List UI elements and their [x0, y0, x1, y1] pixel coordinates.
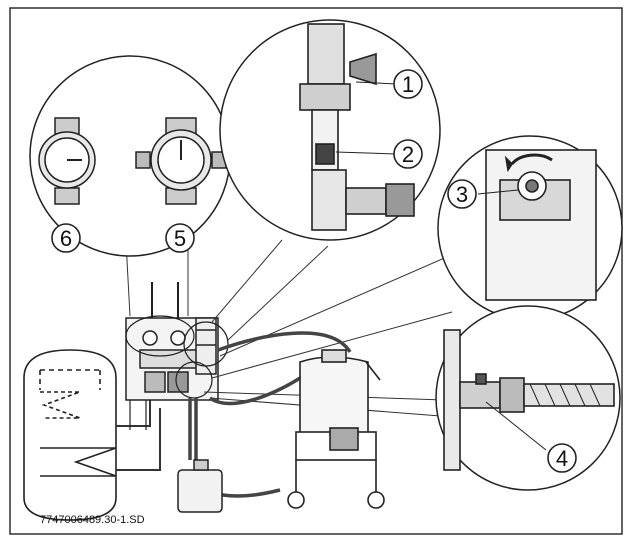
manifold-highlights — [125, 315, 229, 399]
collection-canister — [177, 459, 223, 513]
svg-text:1: 1 — [402, 72, 414, 97]
callout-3: 3 — [447, 179, 519, 209]
detail-valves: 1 2 — [219, 19, 441, 241]
callout-1: 1 — [355, 69, 423, 99]
svg-text:5: 5 — [174, 226, 186, 251]
filling-cart — [287, 349, 385, 509]
svg-text:6: 6 — [60, 226, 72, 251]
document-code: 7747006489.30-1.SD — [40, 514, 145, 526]
storage-tank — [23, 349, 117, 521]
callout-2: 2 — [335, 139, 423, 169]
drain-valve-assembly — [443, 329, 615, 471]
detail-drain-valve: 4 — [435, 305, 621, 491]
svg-text:4: 4 — [556, 446, 568, 471]
callout-6: 6 — [51, 223, 81, 253]
detail-gauges: 6 5 — [29, 55, 231, 257]
gauge-6 — [38, 117, 96, 205]
tank-pipes — [116, 396, 161, 471]
valve-assembly — [299, 23, 415, 231]
callout-5: 5 — [165, 223, 195, 253]
detail-vent: 3 — [437, 135, 623, 321]
svg-text:2: 2 — [402, 142, 414, 167]
callout-4: 4 — [485, 401, 577, 473]
svg-text:3: 3 — [456, 182, 468, 207]
pump-station — [125, 282, 219, 430]
vent-fitting — [485, 149, 597, 301]
